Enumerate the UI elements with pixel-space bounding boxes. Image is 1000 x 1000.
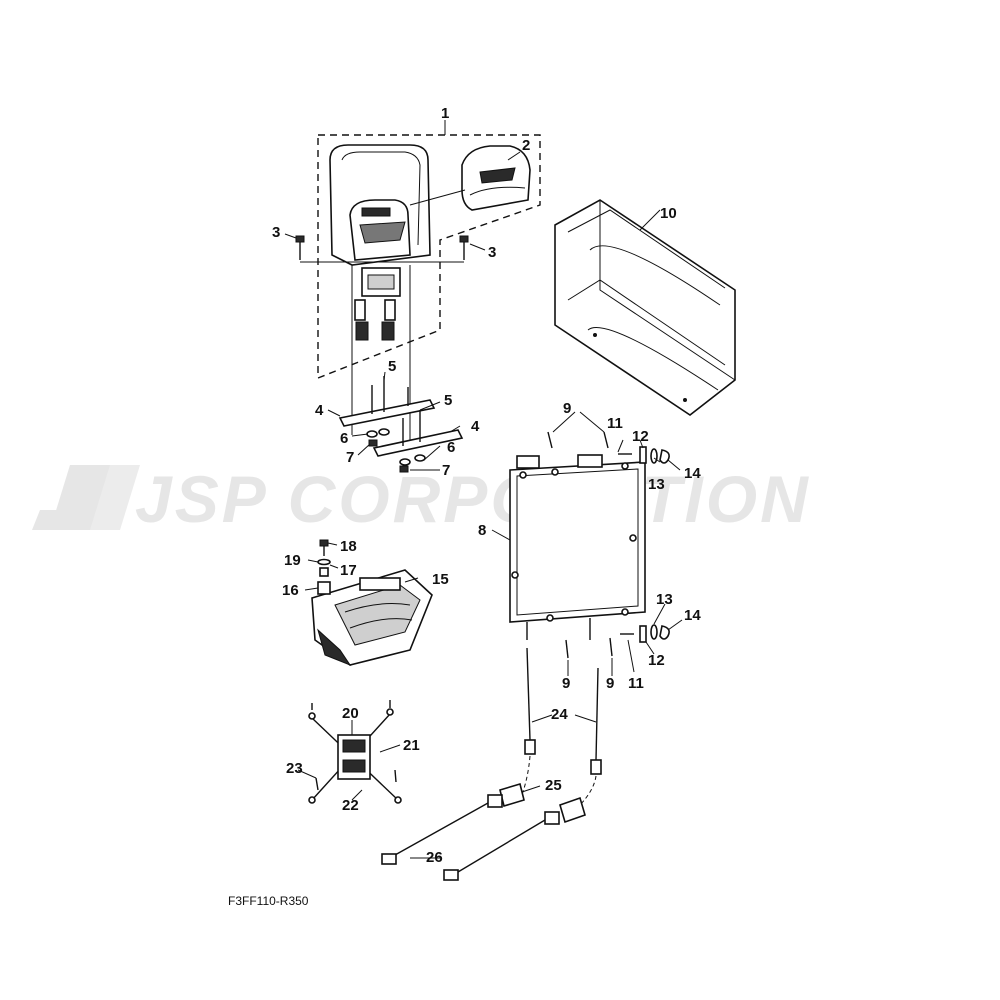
fasteners-11-14-top [618,446,670,464]
callout-15: 15 [432,571,449,588]
bracket-4-upper [338,376,436,427]
callout-8: 8 [478,522,486,539]
callout-4-right: 4 [471,418,480,435]
callout-11-bottom: 11 [628,675,644,692]
cable-24-left [519,647,536,801]
mounting-bracket-10 [554,199,736,416]
callout-labels: 1 2 3 3 4 4 5 5 6 6 7 7 8 9 9 9 10 11 11… [272,105,701,866]
callout-6-right: 6 [447,439,455,456]
callout-12-bottom: 12 [648,652,665,669]
leader-2-inner [409,189,466,206]
callout-1: 1 [441,105,449,122]
switch-block-15 [311,569,433,667]
callout-25: 25 [545,777,562,794]
callout-21: 21 [403,737,420,754]
callout-20: 20 [342,705,359,722]
screw-3-right [459,235,469,260]
remote-housing [329,144,431,341]
watermark-text: JSP CORPORATION [135,462,811,536]
callout-26: 26 [426,849,443,866]
callout-9-bottom-left: 9 [562,675,570,692]
screw-3-left [295,235,305,260]
callout-16: 16 [282,582,299,599]
screws-9 [547,411,613,659]
cable-25-26-left [381,782,525,865]
leader-lines [297,209,683,859]
callout-4-left: 4 [315,402,324,419]
callout-13-top: 13 [648,476,665,493]
callout-7-right: 7 [442,462,450,479]
callout-22: 22 [342,797,359,814]
assembly-1-boundary [317,134,541,380]
callout-19: 19 [284,552,301,569]
parts-16-19 [317,539,331,595]
leader-3-left [284,233,297,239]
callout-9-bottom-right: 9 [606,675,614,692]
watermark-logo-icon [32,465,140,530]
cable-24-right [579,667,602,806]
leader-2 [507,151,521,161]
bracket-4-lower [372,410,464,457]
callout-24: 24 [551,706,568,723]
fasteners-11-14-bottom [620,624,670,643]
callout-5-right: 5 [444,392,452,409]
callout-5-top: 5 [388,358,396,375]
callout-7-left: 7 [346,449,354,466]
callout-6-left: 6 [340,430,348,447]
frame-20-23 [308,700,402,804]
callout-9-top: 9 [563,400,571,417]
callout-12-top: 12 [632,428,649,445]
callout-18: 18 [340,538,357,555]
callout-14-top: 14 [684,465,701,482]
callout-3-right: 3 [488,244,496,261]
watermark: JSP CORPORATION [32,462,811,536]
control-box-8 [509,454,646,640]
callout-10: 10 [660,205,677,222]
callout-3-left: 3 [272,224,280,241]
callout-11-top: 11 [607,415,623,432]
figure-code: F3FF110-R350 [228,894,309,908]
cable-25-26-right [443,796,586,881]
leader-3-right [469,243,486,251]
callout-17: 17 [340,562,357,579]
cover-part-2 [461,145,531,211]
callout-23: 23 [286,760,303,777]
washers-6-7 [366,428,426,473]
callout-2: 2 [522,137,530,154]
callout-14-bottom: 14 [684,607,701,624]
callout-13-bottom: 13 [656,591,673,608]
